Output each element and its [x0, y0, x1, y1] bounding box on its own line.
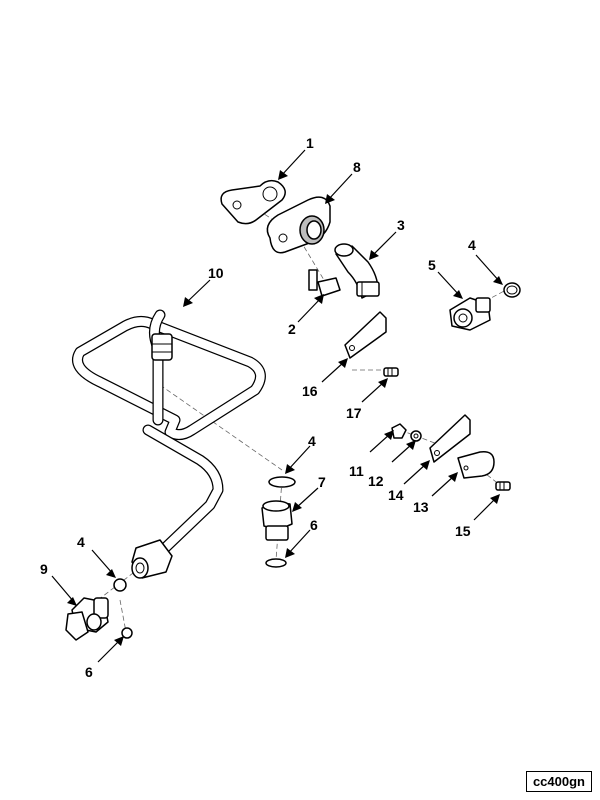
clamp — [457, 450, 495, 479]
gasket — [220, 179, 286, 225]
callout-label: 17 — [346, 405, 362, 421]
o-ring — [503, 282, 521, 298]
callout-label: 15 — [455, 523, 471, 539]
o-ring — [268, 476, 296, 488]
callout-label: 4 — [77, 534, 85, 550]
callout-label: 9 — [40, 561, 48, 577]
callout-label: 2 — [288, 321, 296, 337]
adapter — [449, 297, 491, 331]
flange — [266, 196, 331, 254]
o-ring — [113, 578, 127, 592]
washer — [410, 430, 422, 442]
callout-label: 11 — [349, 463, 364, 479]
callouts: 1 8 3 4 5 10 2 16 17 4 — [40, 135, 503, 680]
bracket — [344, 311, 387, 359]
callout-label: 14 — [388, 487, 404, 503]
capscrew — [383, 367, 399, 377]
callout-label: 5 — [428, 257, 436, 273]
callout-label: 13 — [413, 499, 429, 515]
callout-label: 4 — [308, 433, 316, 449]
callout-label: 6 — [85, 664, 93, 680]
tube-assembly — [72, 309, 266, 579]
callout-label: 10 — [208, 265, 224, 281]
callout-label: 12 — [368, 473, 384, 489]
o-ring — [121, 627, 133, 639]
callout-label: 16 — [302, 383, 318, 399]
callout-label: 4 — [468, 237, 476, 253]
connector — [261, 500, 293, 541]
callout-label: 8 — [353, 159, 361, 175]
capscrew — [495, 481, 511, 491]
capscrew — [308, 269, 341, 297]
hex-nut — [391, 423, 407, 439]
figure-code: cc400gn — [525, 771, 592, 792]
callout-label: 3 — [397, 217, 405, 233]
callout-label: 7 — [318, 474, 326, 490]
callout-label: 1 — [306, 135, 314, 151]
bracket — [429, 414, 471, 463]
elbow-fitting — [334, 243, 380, 299]
o-ring — [265, 558, 287, 568]
callout-label: 6 — [310, 517, 318, 533]
elbow-fitting — [65, 597, 109, 641]
